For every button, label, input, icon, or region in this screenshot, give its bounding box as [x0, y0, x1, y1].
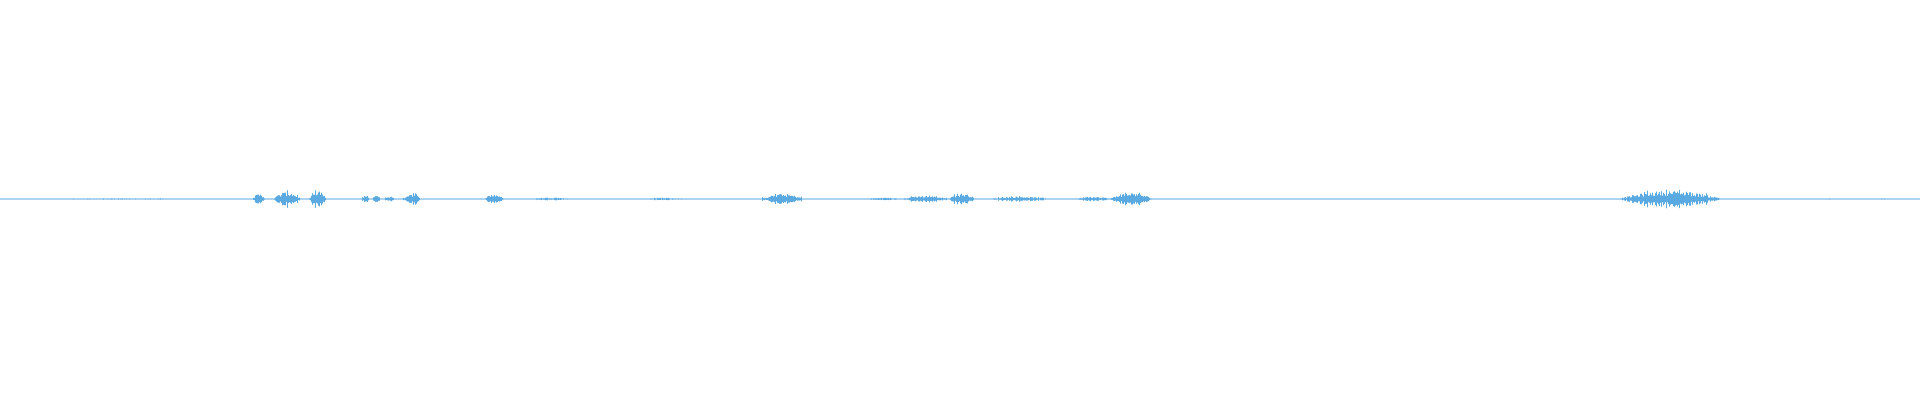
waveform-segment: [0, 198, 250, 200]
waveform-segment: [1536, 198, 1546, 200]
waveform-segment: [1872, 198, 1891, 200]
waveform-segment: [1110, 192, 1152, 206]
waveform-segment: [273, 190, 300, 208]
waveform-segment: [1620, 189, 1720, 209]
waveform-segment: [989, 196, 1048, 202]
waveform-segment: [762, 194, 803, 204]
waveform-segment: [372, 196, 380, 202]
waveform-segment: [902, 195, 947, 203]
waveform-segment: [1075, 196, 1110, 202]
waveform-segment: [484, 194, 503, 204]
waveform-segment: [1814, 198, 1843, 200]
waveform-segment: [948, 193, 975, 205]
waveform-segment: [252, 194, 265, 204]
waveform-segment: [864, 197, 902, 201]
waveform-samples: [0, 189, 1891, 209]
waveform-segment: [403, 193, 420, 205]
waveform-segment: [1382, 198, 1421, 200]
waveform-segment: [643, 197, 684, 201]
waveform-segment: [384, 196, 394, 202]
waveform-segment: [309, 190, 326, 208]
waveform-segment: [530, 197, 570, 201]
waveform-segment: [361, 196, 369, 202]
